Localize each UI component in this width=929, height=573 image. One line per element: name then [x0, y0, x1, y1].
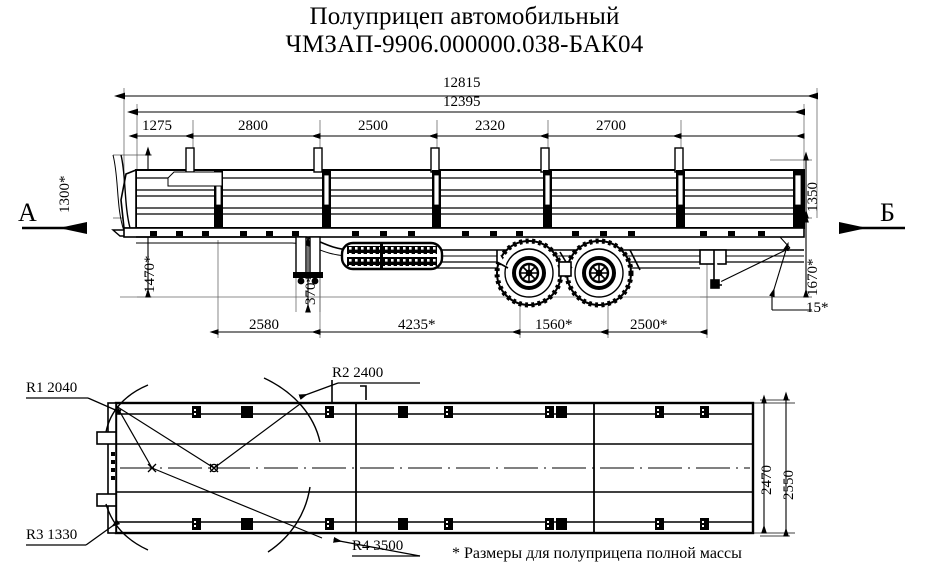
dim-bottom-3: 1560* [535, 317, 573, 333]
plan-radius-arcs [105, 377, 321, 553]
vertical-dimension-lines [145, 146, 812, 313]
dim-rear-height: 1670* [805, 258, 821, 297]
dim-overall-outer: 12815 [443, 75, 481, 91]
top-dimension-lines [114, 92, 818, 139]
semitrailer-side-view [111, 147, 805, 308]
dim-departure-angle: 15* [806, 300, 829, 316]
radius-r4-label: R4 3500 [352, 538, 404, 554]
dim-ground-clearance: 370* [303, 275, 319, 305]
dim-chain-3: 2500 [358, 118, 388, 134]
footnote-text: * Размеры для полуприцепа полной массы [452, 545, 742, 562]
dim-bottom-1: 2580 [249, 317, 279, 333]
wheel-front [494, 238, 564, 308]
dim-side-height: 1350 [805, 182, 821, 212]
radius-r2-label: R2 2400 [332, 365, 384, 381]
radius-r3-label: R3 1330 [26, 527, 78, 543]
dim-chain-1: 1275 [142, 118, 172, 134]
section-label-a: А [18, 198, 37, 227]
dim-plan-inner-width: 2470 [759, 465, 775, 495]
dim-chain-4: 2320 [475, 118, 505, 134]
dim-chain-5: 2700 [596, 118, 626, 134]
dim-plan-outer-width: 2550 [781, 470, 797, 500]
dim-bottom-4: 2500* [630, 317, 668, 333]
dim-deck-drop: 1300* [57, 175, 73, 214]
drawing-title-line-1: Полуприцеп автомобильный [309, 3, 620, 30]
drawing-title-line-2: ЧМЗАП-9906.000000.038-БАК04 [285, 31, 644, 58]
dim-overall-inner: 12395 [443, 94, 481, 110]
section-label-b: Б [880, 198, 895, 227]
semitrailer-plan-view [26, 377, 795, 557]
radius-r1-label: R1 2040 [26, 380, 78, 396]
dim-chain-2: 2800 [238, 118, 268, 134]
dim-coupling-height: 1470* [142, 255, 158, 294]
wheel-rear [564, 238, 634, 308]
dim-bottom-2: 4235* [398, 317, 436, 333]
